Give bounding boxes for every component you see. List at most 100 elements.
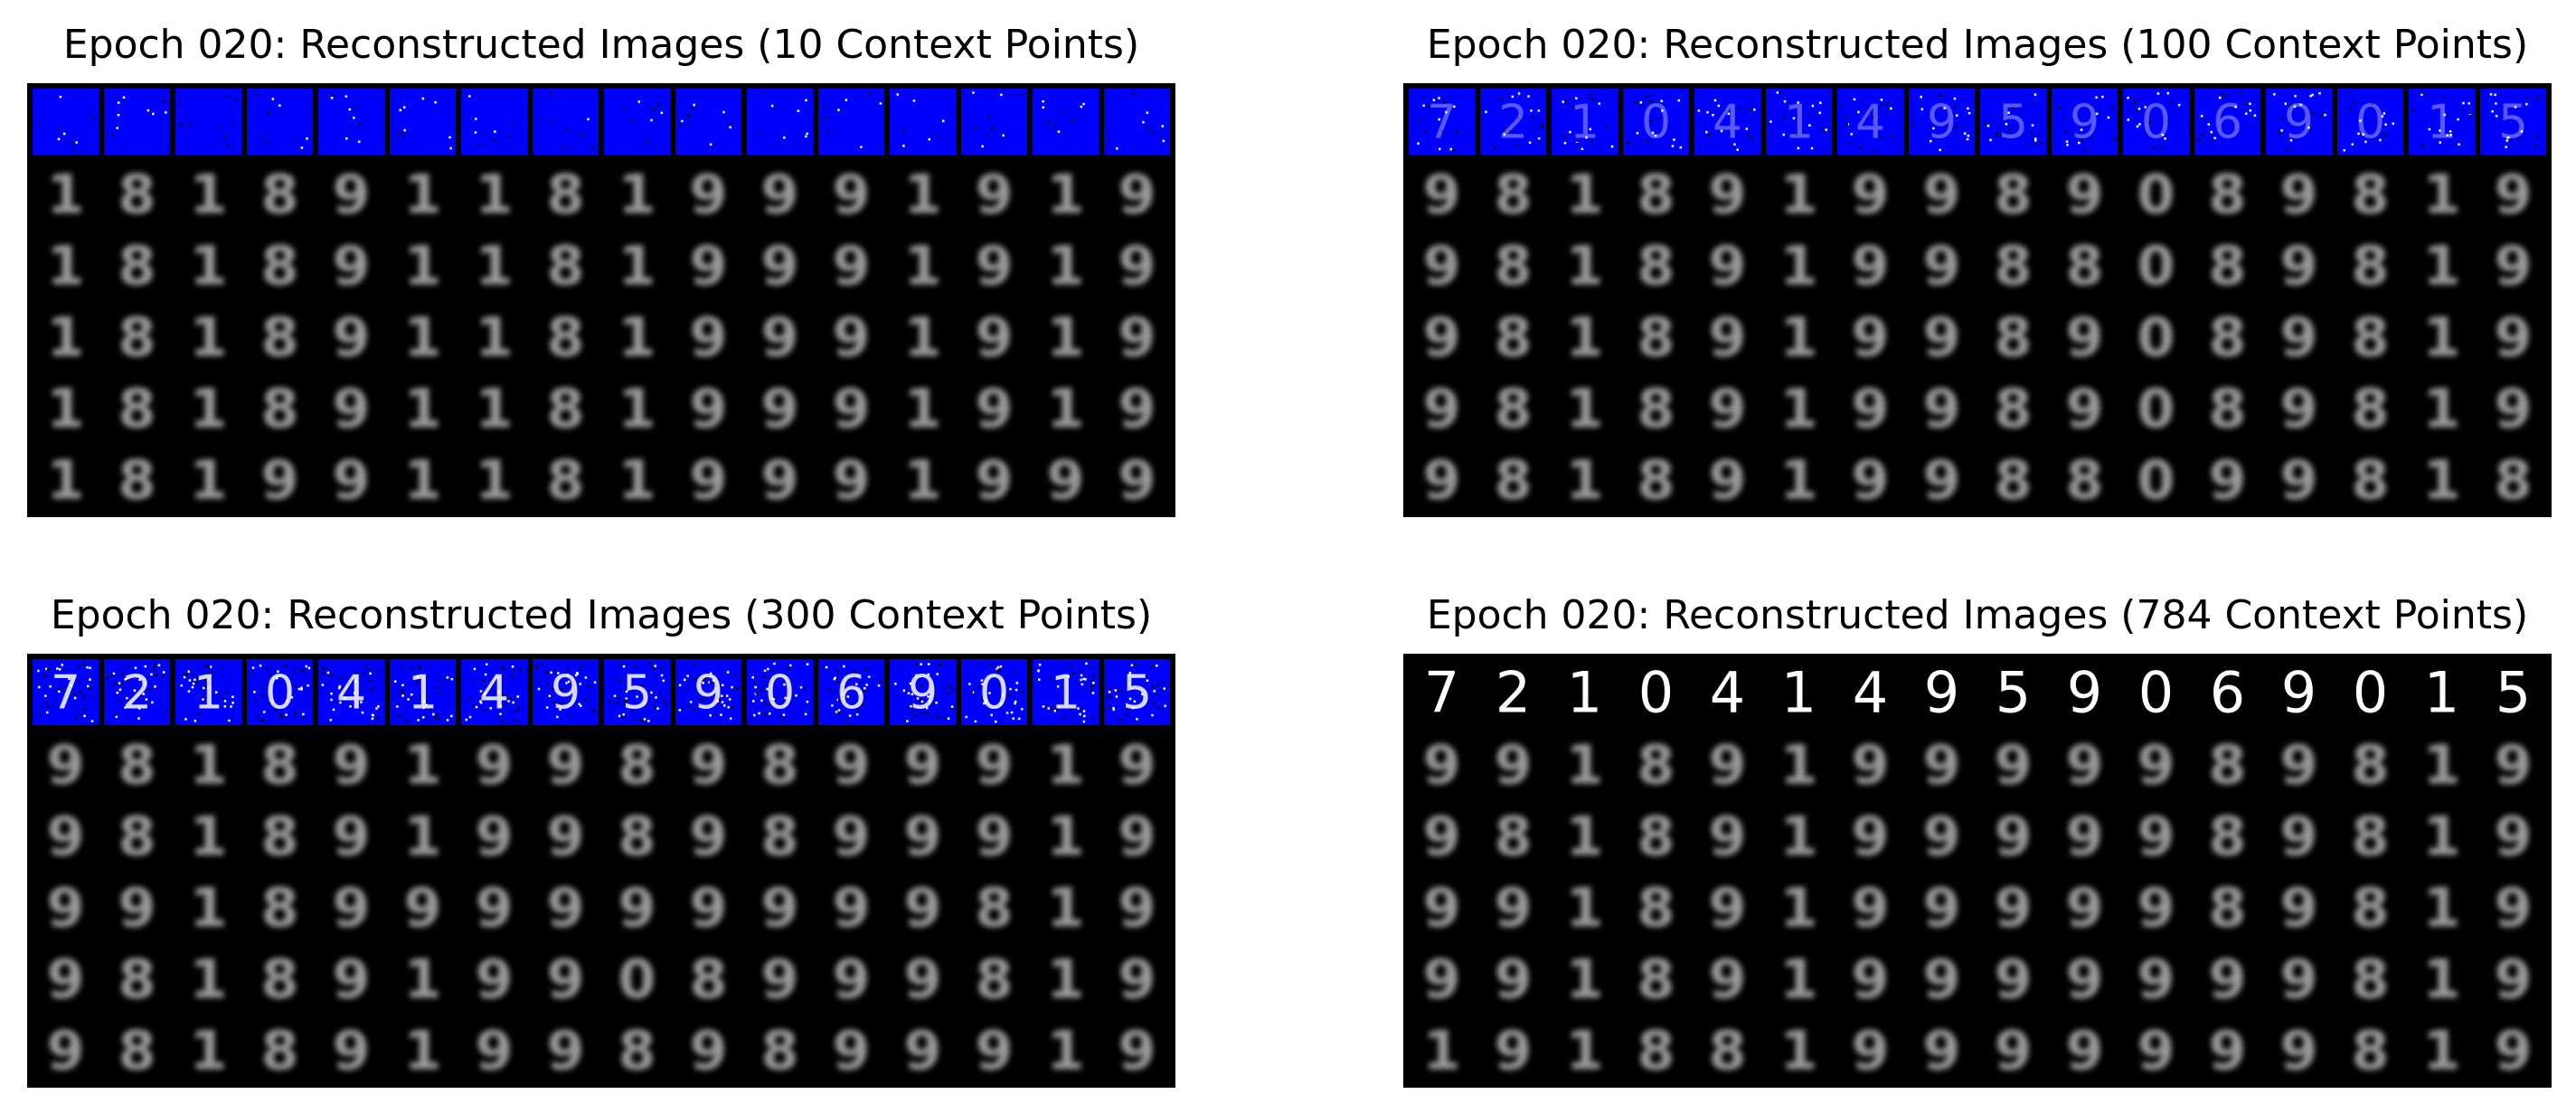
reconstructed-digit: 9 xyxy=(547,734,585,797)
context-pixel xyxy=(1037,669,1040,672)
context-pixel xyxy=(709,672,712,675)
context-mask-cell xyxy=(744,86,816,157)
context-pixel xyxy=(300,146,304,149)
reconstructed-digit: 8 xyxy=(118,164,156,227)
reconstructed-digit: 9 xyxy=(833,877,871,940)
context-pixel xyxy=(625,690,628,693)
context-pixel xyxy=(1920,95,1922,99)
context-pixel xyxy=(2371,102,2373,106)
reconstructed-digit: 1 xyxy=(2423,235,2461,298)
context-pixel xyxy=(300,669,303,673)
context-pixel xyxy=(2083,148,2087,151)
context-pixel xyxy=(930,715,933,719)
context-pixel xyxy=(980,679,984,682)
context-pixel xyxy=(1527,95,1530,98)
context-pixel xyxy=(119,682,123,685)
context-pixel xyxy=(763,675,766,678)
reconstructed-digit: 9 xyxy=(904,877,942,940)
context-pixel xyxy=(126,678,128,682)
context-pixel xyxy=(936,673,939,675)
context-pixel xyxy=(720,713,722,716)
context-pixel xyxy=(1677,99,1681,102)
context-pixel xyxy=(2495,102,2497,105)
context-pixel xyxy=(485,663,488,666)
reconstructed-digit: 1 xyxy=(190,449,228,513)
context-pixel xyxy=(1886,102,1890,106)
ground-truth-digit: 9 xyxy=(1924,660,1959,726)
context-pixel xyxy=(2462,101,2465,105)
context-pixel xyxy=(692,107,694,109)
context-pixel xyxy=(259,665,262,667)
context-pixel xyxy=(402,106,406,109)
context-pixel xyxy=(256,715,259,718)
context-pixel xyxy=(1745,127,1749,130)
context-pixel xyxy=(2377,109,2380,113)
context-pixel xyxy=(1079,712,1081,716)
context-pixel xyxy=(1162,681,1165,684)
reconstructed-digit: 9 xyxy=(690,164,728,227)
context-pixel xyxy=(1845,123,1849,126)
reconstructed-digit: 9 xyxy=(690,307,728,370)
context-pixel xyxy=(330,94,334,98)
context-mask-cell xyxy=(458,86,530,157)
context-digit: 6 xyxy=(836,666,866,721)
context-pixel xyxy=(1517,92,1521,95)
context-pixel xyxy=(434,100,437,104)
context-pixel xyxy=(1808,124,1811,127)
reconstructed-digit: 9 xyxy=(2280,734,2318,797)
context-pixel xyxy=(693,707,696,711)
reconstructed-digit: 8 xyxy=(1495,164,1533,227)
context-pixel xyxy=(568,715,571,718)
context-pixel xyxy=(660,674,664,677)
context-pixel xyxy=(1125,713,1128,716)
context-pixel xyxy=(1445,110,1448,114)
context-pixel xyxy=(580,665,583,668)
reconstructed-digit: 9 xyxy=(1118,734,1156,797)
context-pixel xyxy=(863,687,866,690)
context-pixel xyxy=(482,678,486,682)
reconstructed-digit: 9 xyxy=(1923,449,1961,513)
context-pixel xyxy=(855,683,858,686)
reconstructed-digit: 9 xyxy=(1047,449,1085,513)
context-pixel xyxy=(2505,146,2507,148)
context-pixel xyxy=(117,113,120,117)
context-pixel xyxy=(501,693,504,697)
context-digit: 5 xyxy=(1998,96,2028,150)
context-pixel xyxy=(2362,133,2364,136)
reconstructed-digit: 9 xyxy=(690,806,728,869)
context-pixel xyxy=(2525,97,2528,100)
context-pixel xyxy=(57,137,61,141)
context-pixel xyxy=(806,663,809,665)
context-pixel xyxy=(347,694,350,698)
reconstructed-digit: 0 xyxy=(2137,235,2175,298)
context-pixel xyxy=(1679,146,1683,149)
reconstructed-digit: 9 xyxy=(761,307,799,370)
context-pixel xyxy=(2457,118,2459,121)
context-pixel xyxy=(420,706,423,709)
context-pixel xyxy=(2243,103,2246,106)
reconstructed-digit: 9 xyxy=(833,164,871,227)
context-pixel xyxy=(693,103,695,107)
context-pixel xyxy=(1930,139,1932,143)
context-pixel xyxy=(622,108,625,110)
context-pixel xyxy=(914,714,917,717)
context-pixel xyxy=(1417,142,1420,146)
context-pixel xyxy=(1646,139,1649,143)
context-pixel xyxy=(1136,718,1138,721)
reconstructed-digit: 8 xyxy=(2209,378,2247,441)
context-pixel xyxy=(153,664,156,666)
context-mask-cell xyxy=(1906,86,1977,157)
context-pixel xyxy=(2348,107,2352,110)
context-pixel xyxy=(716,700,719,703)
context-pixel xyxy=(203,665,207,668)
context-pixel xyxy=(1576,142,1579,146)
context-pixel xyxy=(472,704,475,707)
context-pixel xyxy=(448,136,451,139)
reconstructed-digit: 9 xyxy=(333,1020,371,1083)
context-pixel xyxy=(1511,95,1514,99)
context-mask-cell xyxy=(887,86,958,157)
context-pixel xyxy=(720,694,723,697)
context-pixel xyxy=(650,691,653,694)
reconstructed-digit: 1 xyxy=(2423,948,2461,1012)
